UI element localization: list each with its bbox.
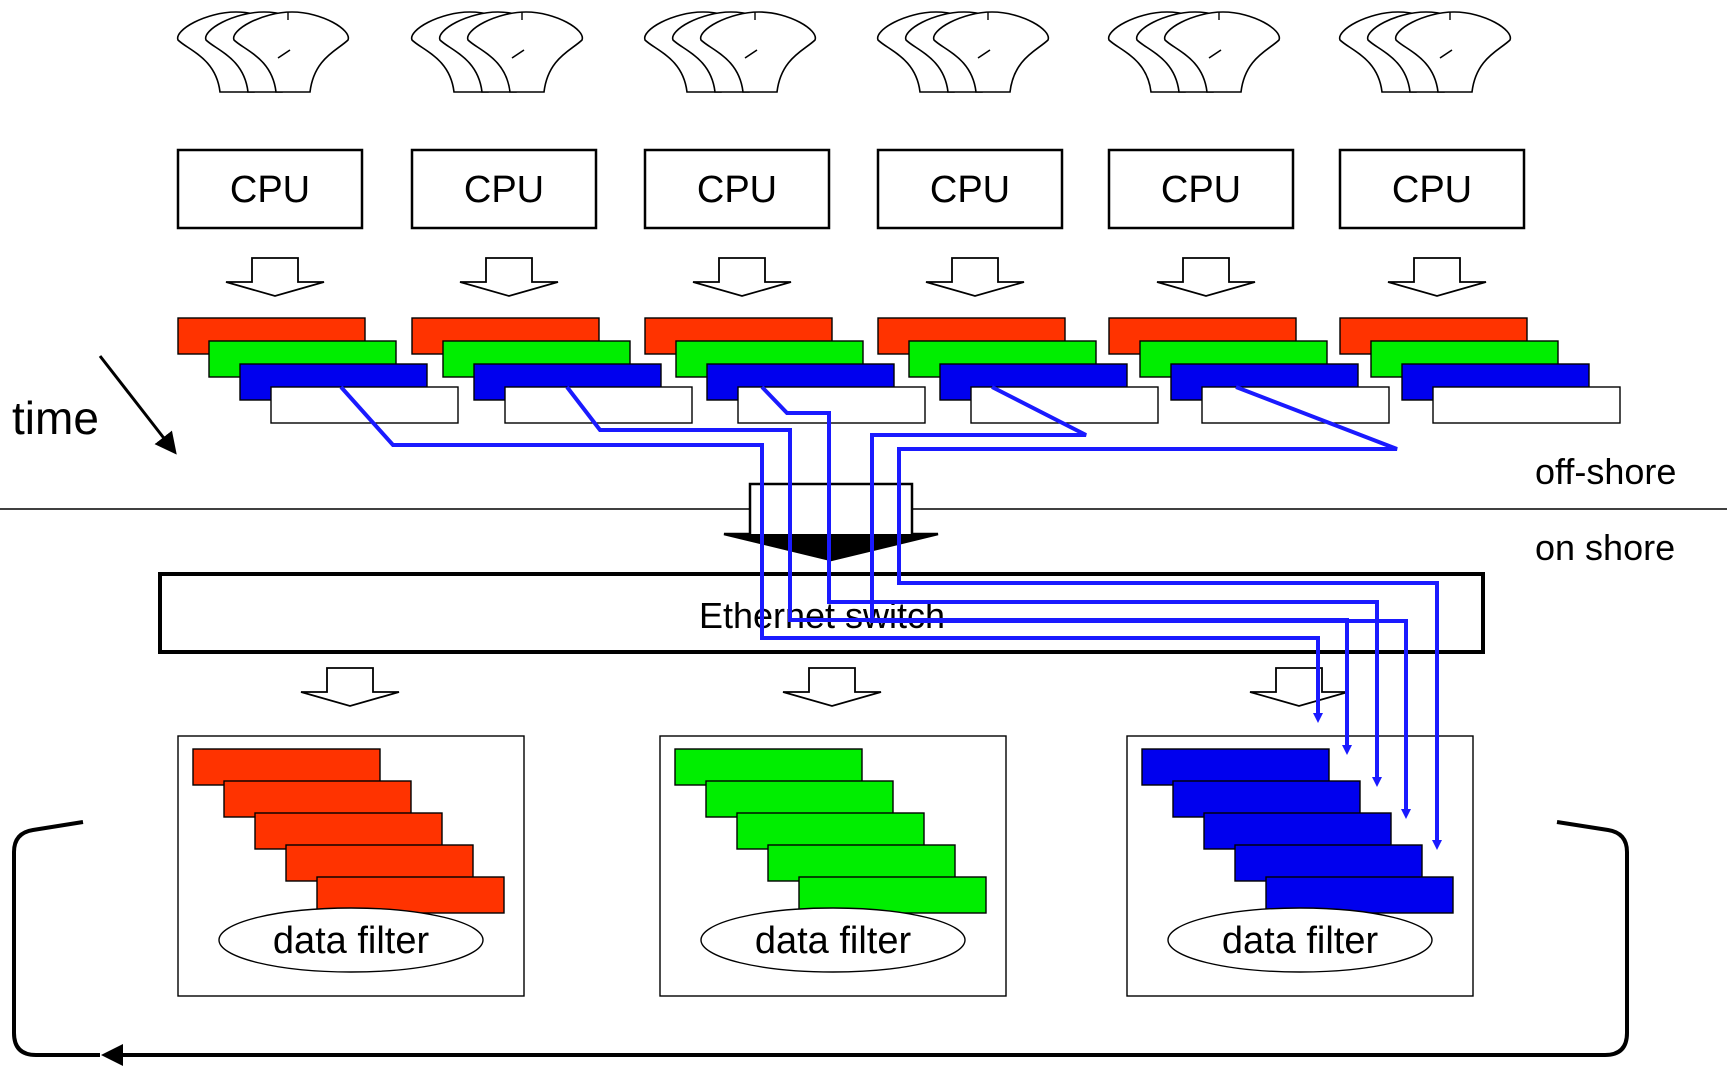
event-block — [1172, 780, 1361, 818]
data-filter-row: data filter data filter data filter — [177, 735, 1474, 997]
filter-label: data filter — [273, 920, 430, 962]
cpu-box: CPU — [410, 148, 598, 230]
down-arrow — [782, 667, 882, 707]
down-arrow — [1249, 667, 1349, 707]
cpu-box: CPU — [176, 148, 364, 230]
filter-ellipse — [700, 907, 966, 973]
cpu-label: CPU — [1161, 169, 1241, 211]
data-stack — [1339, 317, 1621, 424]
detector-group — [1339, 11, 1511, 93]
empty-block — [1201, 386, 1390, 424]
data-filter-unit: data filter — [1126, 735, 1474, 997]
time-label: time — [12, 392, 99, 444]
cpu-label: CPU — [930, 169, 1010, 211]
onshore-label: on shore — [1535, 527, 1675, 568]
event-block — [254, 812, 443, 850]
event-block — [1141, 748, 1330, 786]
empty-block — [270, 386, 459, 424]
down-arrow — [225, 257, 325, 297]
cpu-box: CPU — [876, 148, 1064, 230]
filter-label: data filter — [1222, 920, 1379, 962]
time-arrow — [98, 355, 177, 455]
cpu-label: CPU — [1392, 169, 1472, 211]
event-block — [1234, 844, 1423, 882]
feedback-path-right — [101, 820, 1629, 1066]
feedback-loop — [12, 820, 1629, 1066]
cpu-box: CPU — [1107, 148, 1295, 230]
offshore-label: off-shore — [1535, 451, 1676, 492]
data-stack — [411, 317, 693, 424]
cpu-label: CPU — [697, 169, 777, 211]
cpu-box: CPU — [1338, 148, 1526, 230]
filter-ellipse — [1167, 907, 1433, 973]
down-arrow — [1156, 257, 1256, 297]
event-block — [1203, 812, 1392, 850]
filter-label: data filter — [755, 920, 912, 962]
data-stack — [177, 317, 459, 424]
blue-data-path — [565, 385, 1352, 755]
empty-block — [504, 386, 693, 424]
cpu-output-arrows — [225, 257, 1487, 297]
blue-data-path — [870, 385, 1411, 819]
down-arrow — [692, 257, 792, 297]
down-arrow — [925, 257, 1025, 297]
cpu-label: CPU — [464, 169, 544, 211]
data-stack — [1108, 317, 1390, 424]
data-filter-unit: data filter — [659, 735, 1007, 997]
blue-data-path — [897, 385, 1442, 850]
down-arrow — [1387, 257, 1487, 297]
event-block — [674, 748, 863, 786]
time-axis: time — [12, 355, 177, 455]
cpu-row: CPU CPU CPU CPU CPU CPU — [176, 148, 1526, 230]
ethernet-switch: Ethernet switch — [158, 572, 1485, 654]
detector-group — [644, 11, 816, 93]
filter-ellipse — [218, 907, 484, 973]
down-arrow — [459, 257, 559, 297]
data-filter-unit: data filter — [177, 735, 525, 997]
blue-data-paths — [339, 385, 1442, 850]
down-arrow — [300, 667, 400, 707]
detector-group — [877, 11, 1049, 93]
event-block — [285, 844, 474, 882]
event-block — [192, 748, 381, 786]
feedback-path — [12, 820, 100, 1057]
cpu-box: CPU — [643, 148, 831, 230]
filter-input-arrows — [300, 667, 1349, 707]
detector-row — [177, 11, 1511, 93]
cpu-label: CPU — [230, 169, 310, 211]
event-block — [1265, 876, 1454, 914]
cpu-data-stacks — [177, 317, 1621, 424]
data-stack — [644, 317, 926, 424]
event-block — [223, 780, 412, 818]
detector-group — [411, 11, 583, 93]
event-block — [705, 780, 894, 818]
blue-data-path — [760, 385, 1382, 787]
detector-group — [177, 11, 349, 93]
empty-block — [1432, 386, 1621, 424]
event-block — [736, 812, 925, 850]
blue-data-path — [339, 385, 1323, 723]
event-block — [767, 844, 956, 882]
detector-group — [1108, 11, 1280, 93]
